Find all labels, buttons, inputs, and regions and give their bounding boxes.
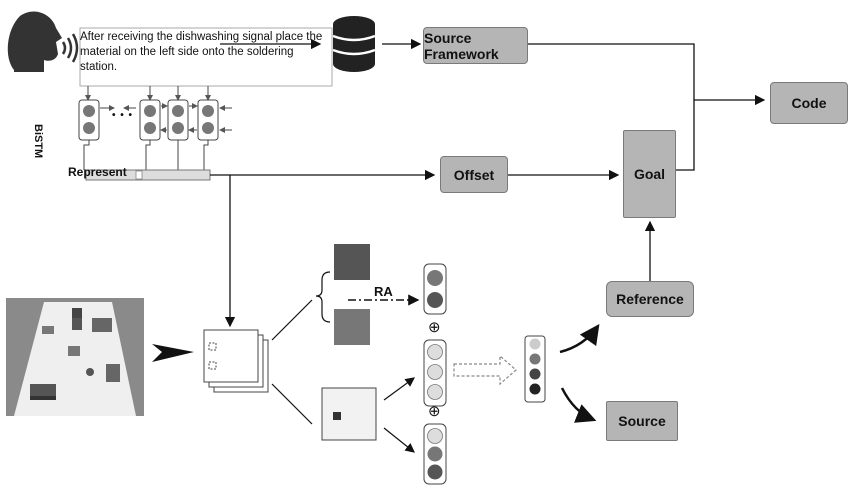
oplus-bottom: ⊕ [428, 402, 441, 420]
square-to-mid-vector-arrow [384, 378, 414, 400]
vector-top [424, 264, 446, 314]
oplus-top: ⊕ [428, 318, 441, 336]
goal-to-code-line [676, 100, 694, 170]
frames-to-top-line [272, 300, 312, 340]
square-to-bottom-vector-arrow [384, 428, 414, 452]
sound-waves-icon [63, 34, 77, 62]
vector-output [525, 336, 545, 402]
source-framework-label: Source Framework [424, 30, 527, 62]
to-source-curve-arrow [562, 388, 594, 420]
vector-bottom [424, 424, 446, 484]
ellipsis-label: • • • [112, 110, 133, 121]
code-label: Code [792, 95, 827, 111]
bistm-label: BiSTM [32, 124, 44, 158]
mid-square [334, 309, 370, 345]
speech-text: After receiving the dishwashing signal p… [80, 30, 330, 84]
bistm-cells [79, 86, 232, 170]
bottom-square [322, 388, 376, 440]
image-to-frames-arrow [152, 344, 194, 362]
source-box: Source [606, 401, 678, 441]
goal-box: Goal [623, 130, 676, 218]
code-box: Code [770, 82, 848, 124]
reference-box: Reference [606, 281, 694, 317]
to-reference-curve-arrow [560, 326, 598, 352]
dashed-arrow-icon [454, 356, 516, 384]
vector-middle [424, 340, 446, 406]
represent-label: Represent [68, 165, 127, 179]
source-framework-box: Source Framework [423, 27, 528, 64]
database-icon [333, 16, 375, 72]
speaking-head-icon [8, 12, 62, 72]
reference-label: Reference [616, 291, 684, 307]
offset-label: Offset [454, 167, 494, 183]
framework-to-code-arrow [528, 44, 764, 100]
ra-label: RA [374, 284, 393, 299]
scene-image [6, 298, 144, 416]
frames-to-bottom-line [272, 384, 312, 424]
offset-box: Offset [440, 156, 508, 193]
source-label: Source [618, 413, 665, 429]
stacked-frames [204, 330, 268, 392]
goal-label: Goal [634, 166, 665, 182]
dark-square [334, 244, 370, 280]
brace [316, 272, 330, 322]
